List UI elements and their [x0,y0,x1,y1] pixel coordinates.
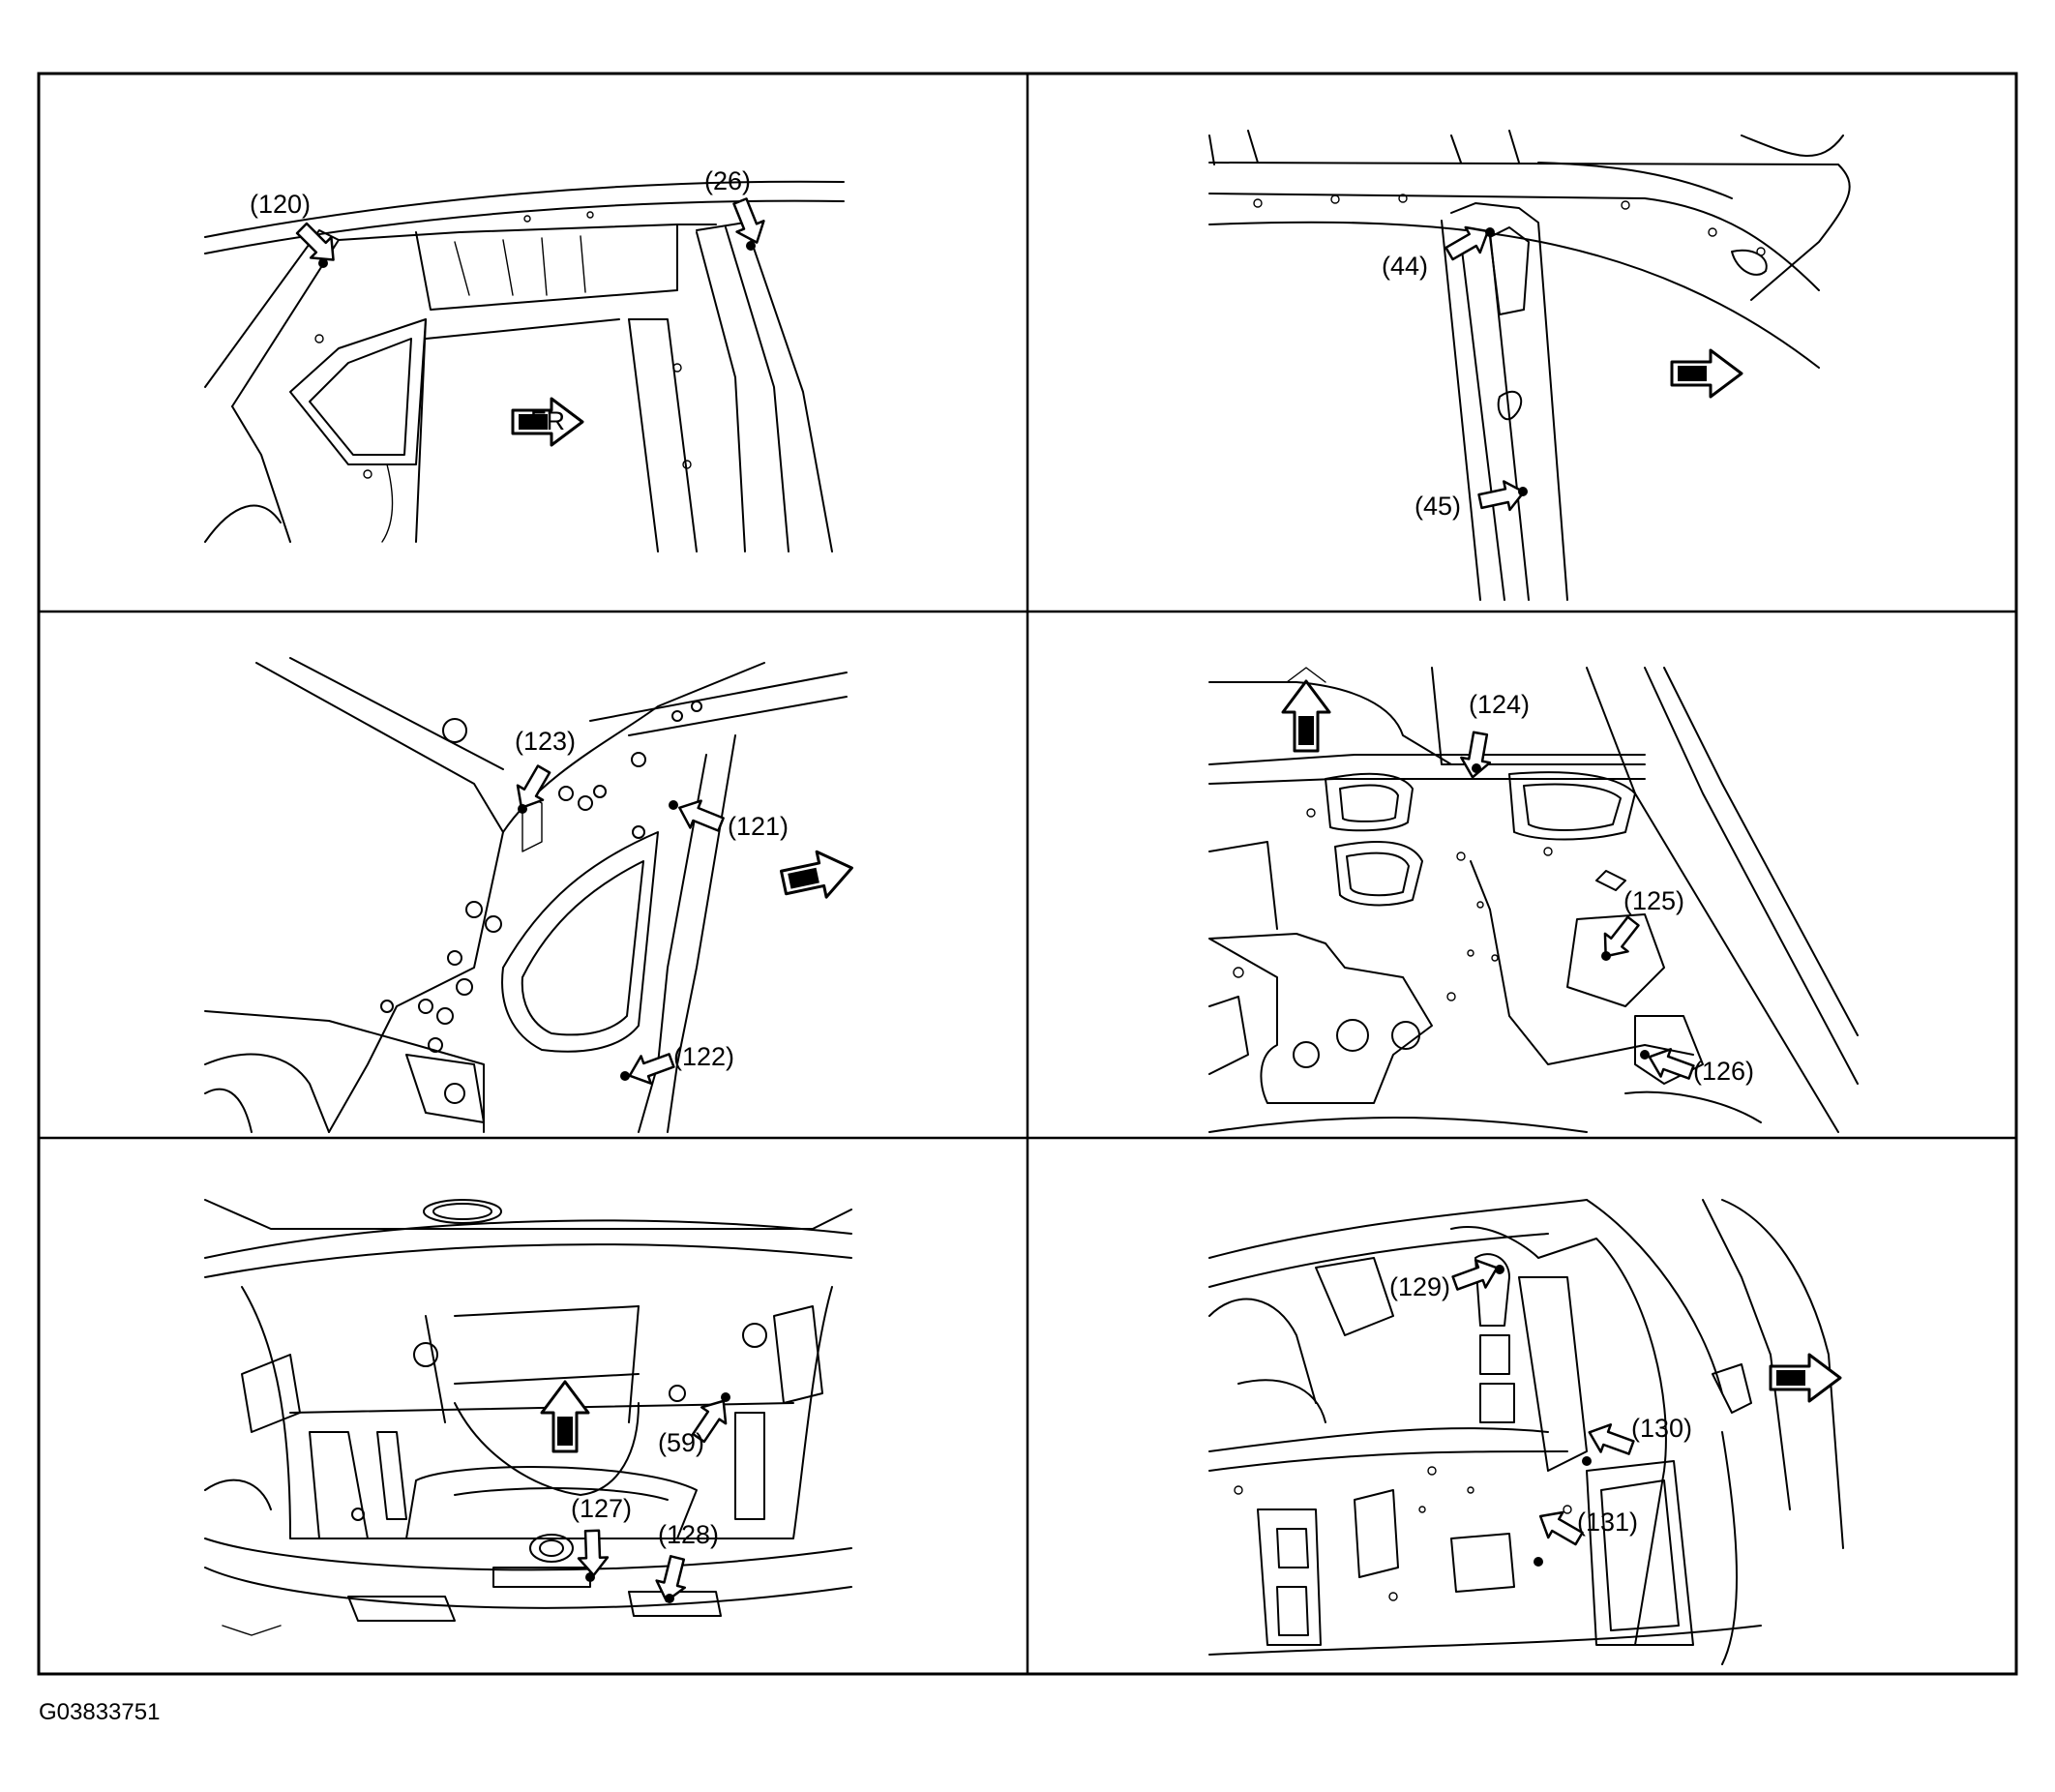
callout-123: (123) [515,727,576,756]
panel-middle-left: (123) (121) (122) [204,657,858,1133]
callout-44: (44) [1382,252,1428,281]
panel-top-right-drawing [1208,130,1851,601]
panel-middle-right: (124) (125) (126) [1208,667,1859,1133]
panel-bottom-left-drawing [204,1199,852,1636]
callout-126: (126) [1693,1057,1754,1086]
callout-59: (59) [658,1428,704,1457]
front-direction-arrow-icon-5 [540,1380,590,1453]
callout-26: (26) [704,166,751,195]
panel-top-left: (120) (26) FR [204,166,845,553]
callout-122: (122) [673,1042,734,1071]
callout-129: (129) [1389,1272,1450,1301]
front-direction-arrow-icon-3 [777,844,858,907]
panel-bottom-right: (129) (130) (131) [1208,1199,1844,1665]
callout-130: (130) [1631,1414,1692,1443]
callout-125: (125) [1623,886,1684,915]
callout-128: (128) [658,1520,719,1549]
callout-127: (127) [571,1494,632,1523]
panel-middle-right-drawing [1208,667,1859,1133]
panel-top-right: (44) (45) [1208,130,1851,601]
panel-top-left-drawing [204,180,845,553]
callout-131: (131) [1577,1508,1638,1537]
callout-45: (45) [1415,492,1461,521]
figure-code: G03833751 [39,1699,161,1725]
front-direction-arrow-icon-4 [1281,679,1331,753]
callout-124: (124) [1469,690,1530,719]
callout-121: (121) [728,812,789,841]
panel-bottom-right-drawing [1208,1199,1844,1665]
front-direction-arrow-icon-2 [1670,348,1743,399]
callout-120: (120) [250,190,311,219]
grid-frame [37,72,2018,1676]
fr-label: FR [530,406,565,435]
panel-middle-bottom-left: (59) (127) (128) [204,1199,852,1636]
